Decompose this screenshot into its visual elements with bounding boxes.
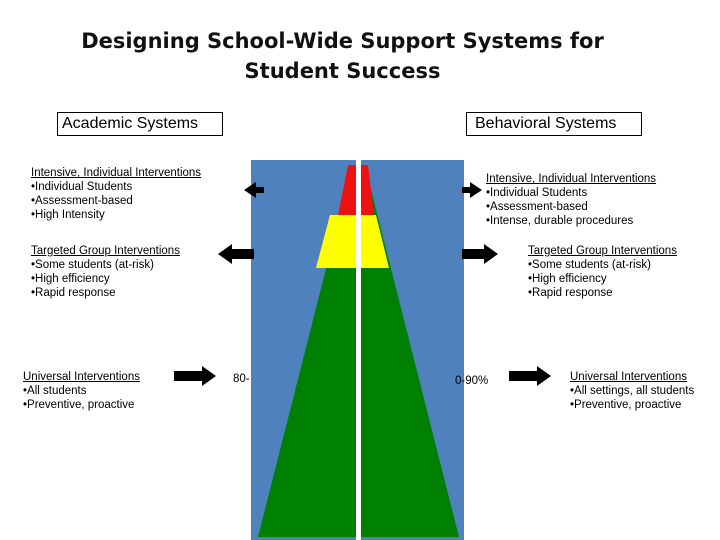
academic-systems-header: Academic Systems <box>57 112 223 136</box>
academic-universal-heading: Universal Interventions <box>23 371 140 383</box>
academic-universal-block: Universal Interventions •All students •P… <box>23 370 140 412</box>
behavioral-universal-bullet: •Preventive, proactive <box>570 399 682 411</box>
academic-universal-bullet: •Preventive, proactive <box>23 399 135 411</box>
academic-intensive-block: Intensive, Individual Interventions •Ind… <box>31 166 201 222</box>
behavioral-targeted-bullet: •Some students (at-risk) <box>528 259 651 271</box>
behavioral-targeted-bullet: •Rapid response <box>528 287 613 299</box>
academic-intensive-tier <box>338 165 356 215</box>
academic-intensive-arrow-icon <box>244 182 264 198</box>
behavioral-universal-heading: Universal Interventions <box>570 371 687 383</box>
academic-intensive-bullet: •Individual Students <box>31 181 133 193</box>
academic-targeted-tier <box>316 215 356 268</box>
academic-universal-arrow-icon <box>174 366 216 386</box>
behavioral-intensive-arrow-icon <box>462 182 482 198</box>
behavioral-targeted-arrow-icon <box>462 244 498 264</box>
behavioral-intensive-heading: Intensive, Individual Interventions <box>486 173 657 185</box>
behavioral-systems-header: Behavioral Systems <box>466 112 642 136</box>
academic-targeted-bullet: •High efficiency <box>31 273 110 285</box>
academic-intensive-heading: Intensive, Individual Interventions <box>31 167 202 179</box>
behavioral-universal-percent: 0-90% <box>455 375 489 387</box>
behavioral-targeted-tier <box>361 215 389 268</box>
academic-targeted-bullet: •Rapid response <box>31 287 116 299</box>
academic-targeted-arrow-icon <box>218 244 254 264</box>
behavioral-targeted-bullet: •High efficiency <box>528 273 607 285</box>
academic-universal-bullet: •All students <box>23 385 87 397</box>
behavioral-targeted-heading: Targeted Group Interventions <box>528 245 677 257</box>
behavioral-intensive-tier <box>361 165 374 215</box>
behavioral-universal-bullet: •All settings, all students <box>570 385 695 397</box>
academic-intensive-bullet: •High Intensity <box>31 209 105 221</box>
academic-universal-percent: 80- <box>233 373 250 385</box>
academic-targeted-heading: Targeted Group Interventions <box>31 245 180 257</box>
behavioral-targeted-block: Targeted Group Interventions •Some stude… <box>528 244 677 300</box>
page-title: Designing School-Wide Support Systems fo… <box>81 29 604 83</box>
behavioral-universal-arrow-icon <box>509 366 551 386</box>
behavioral-intensive-bullet: •Individual Students <box>486 187 588 199</box>
behavioral-universal-block: Universal Interventions •All settings, a… <box>570 370 694 412</box>
academic-targeted-bullet: •Some students (at-risk) <box>31 259 154 271</box>
behavioral-intensive-block: Intensive, Individual Interventions •Ind… <box>486 172 656 228</box>
academic-intensive-bullet: •Assessment-based <box>31 195 133 207</box>
behavioral-intensive-bullet: •Intense, durable procedures <box>486 215 634 227</box>
academic-targeted-block: Targeted Group Interventions •Some stude… <box>31 244 180 300</box>
behavioral-intensive-bullet: •Assessment-based <box>486 201 588 213</box>
